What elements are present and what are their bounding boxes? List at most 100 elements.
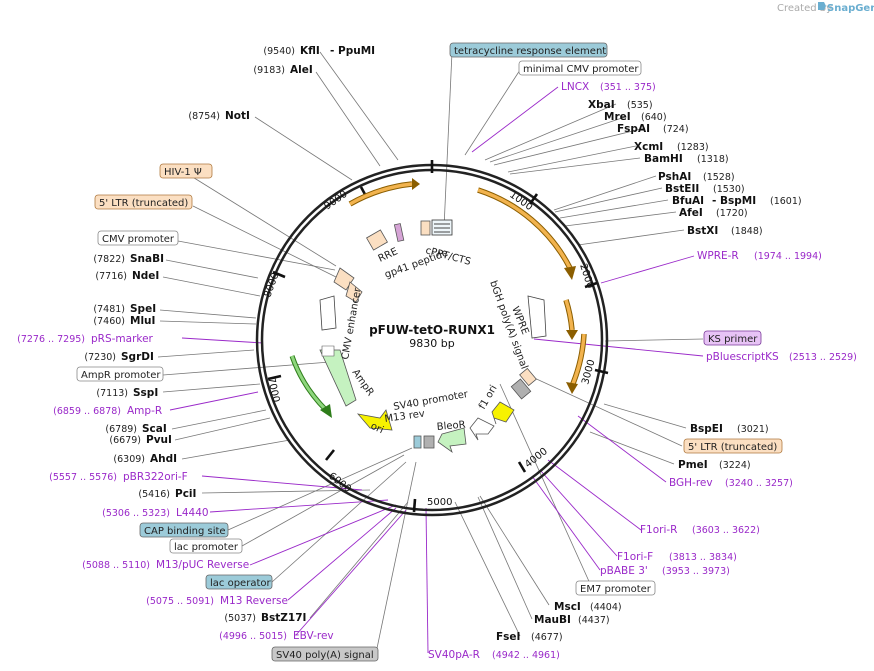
enzyme-sca[interactable]: (6789) ScaI <box>105 423 166 435</box>
enzyme-ahd[interactable]: (6309) AhdI <box>113 453 177 465</box>
enzyme-kfi-pos: (9540) <box>263 46 295 57</box>
enzyme-mre-name: MreI <box>604 111 631 123</box>
feature-box-cap[interactable]: CAP binding site <box>139 522 229 538</box>
label-cmv-enh: CMV enhancer <box>340 286 364 360</box>
enzyme-pme-name: PmeI <box>678 459 708 471</box>
feature-box-ks-primer[interactable]: KS primer <box>703 330 762 346</box>
enzyme-pci[interactable]: (5416) PciI <box>138 488 196 500</box>
enzyme-mre[interactable]: MreI (640) <box>604 111 667 123</box>
enzyme-bstx-pos: (1848) <box>731 226 763 237</box>
enzyme-ale[interactable]: (9183) AleI <box>253 64 312 76</box>
feature-box-sv40pa[interactable]: SV40 poly(A) signal <box>271 646 379 662</box>
enzyme-bste[interactable]: BstEII (1530) <box>665 183 745 195</box>
enzyme-kfi[interactable]: (9540) KflI - PpuMI <box>263 45 375 57</box>
enzyme-ssp-name: SspI <box>133 387 158 399</box>
enzyme-pvu-name: PvuI <box>146 434 172 446</box>
inner-features <box>319 219 547 454</box>
primer-wpre-r[interactable]: WPRE-R (1974 .. 1994) <box>697 250 822 262</box>
enzyme-afe[interactable]: AfeI (1720) <box>679 207 748 219</box>
enzyme-pvu[interactable]: (6679) PvuI <box>109 434 172 446</box>
enzyme-fse-pos: (4677) <box>531 632 563 643</box>
primer-ampr[interactable]: (6859 .. 6878) Amp-R <box>53 405 162 417</box>
enzyme-xcm[interactable]: XcmI (1283) <box>634 141 709 153</box>
primer-ebv[interactable]: (4996 .. 5015) EBV-rev <box>219 630 334 642</box>
primer-m13r-name: M13 Reverse <box>220 595 288 607</box>
enzyme-bam-pos: (1318) <box>697 154 729 165</box>
enzyme-xba[interactable]: XbaI (535) <box>588 99 653 111</box>
primer-pbks[interactable]: pBluescriptKS (2513 .. 2529) <box>706 351 857 363</box>
feature-box-ampr-promoter[interactable]: AmpR promoter <box>76 366 164 382</box>
primer-m13puc-range: (5088 .. 5110) <box>82 560 150 571</box>
primer-m13puc[interactable]: (5088 .. 5110) M13/pUC Reverse <box>82 559 249 571</box>
primer-pbr[interactable]: (5557 .. 5576) pBR322ori-F <box>49 471 188 483</box>
enzyme-not[interactable]: (8754) NotI <box>188 110 250 122</box>
feature-cap-label: CAP binding site <box>144 526 226 537</box>
primer-ebv-range: (4996 .. 5015) <box>219 631 287 642</box>
enzyme-psh[interactable]: PshAI (1528) <box>658 171 735 183</box>
feature-box-lac-promoter[interactable]: lac promoter <box>169 538 243 554</box>
feature-box-em7[interactable]: EM7 promoter <box>575 580 656 596</box>
primer-l4440[interactable]: (5306 .. 5323) L4440 <box>102 507 208 519</box>
enzyme-fsp[interactable]: FspAI (724) <box>617 123 689 135</box>
enzyme-fse[interactable]: FseI (4677) <box>496 631 563 643</box>
plasmid-name: pFUW-tetO-RUNX1 <box>369 323 495 337</box>
plasmid-size: 9830 bp <box>409 337 454 350</box>
enzyme-ahd-pos: (6309) <box>113 454 145 465</box>
enzyme-afe-pos: (1720) <box>716 208 748 219</box>
primer-lncx[interactable]: LNCX (351 .. 375) <box>561 81 656 93</box>
enzyme-bspe[interactable]: BspEI (3021) <box>690 423 769 435</box>
feature-box-min-cmv[interactable]: minimal CMV promoter <box>518 60 642 76</box>
enzyme-bst17[interactable]: (5037) BstZ17I <box>224 612 306 624</box>
enzyme-ale-pos: (9183) <box>253 65 285 76</box>
primer-f1ori-r-range: (3603 .. 3622) <box>692 525 760 536</box>
primer-sv40pa[interactable]: SV40pA-R (4942 .. 4961) <box>428 649 560 661</box>
enzyme-mau[interactable]: MauBI (4437) <box>534 614 610 626</box>
enzyme-bfu-pos: (1601) <box>770 196 802 207</box>
feature-box-cmv-promoter[interactable]: CMV promoter <box>97 230 179 246</box>
primer-prs[interactable]: (7276 .. 7295) pRS-marker <box>17 333 153 345</box>
enzyme-bam[interactable]: BamHI (1318) <box>644 153 729 165</box>
enzyme-bfu[interactable]: BfuAI - BspMI (1601) <box>672 195 802 207</box>
enzyme-sgr[interactable]: (7230) SgrDI <box>84 351 153 363</box>
feature-box-5ltr-left[interactable]: 5' LTR (truncated) <box>94 194 193 210</box>
enzyme-sna[interactable]: (7822) SnaBI <box>93 253 164 265</box>
primer-m13r[interactable]: (5075 .. 5091) M13 Reverse <box>146 595 288 607</box>
label-rre: RRE <box>377 246 400 265</box>
feature-5ltr-right-label: 5' LTR (truncated) <box>688 442 777 453</box>
enzyme-pme-pos: (3224) <box>719 460 751 471</box>
primer-pbks-range: (2513 .. 2529) <box>789 352 857 363</box>
enzyme-bste-pos: (1530) <box>713 184 745 195</box>
feature-box-hiv1[interactable]: HIV-1 Ψ <box>159 163 213 179</box>
enzyme-bfu-name2: - BspMI <box>712 195 756 207</box>
primer-bgh-rev[interactable]: BGH-rev (3240 .. 3257) <box>669 477 793 489</box>
enzyme-fse-name: FseI <box>496 631 520 643</box>
enzyme-mlu[interactable]: (7460) MluI <box>93 315 155 327</box>
enzyme-mlu-pos: (7460) <box>93 316 125 327</box>
enzyme-spe[interactable]: (7481) SpeI <box>93 303 156 315</box>
primer-bgh-rev-range: (3240 .. 3257) <box>725 478 793 489</box>
primer-f1ori-f[interactable]: F1ori-F (3813 .. 3834) <box>617 551 737 563</box>
primer-pbabe[interactable]: pBABE 3' (3953 .. 3973) <box>600 565 730 577</box>
enzyme-bstx-name: BstXI <box>687 225 718 237</box>
primer-f1ori-r[interactable]: F1ori-R (3603 .. 3622) <box>640 524 760 536</box>
feature-box-lac-operator[interactable]: lac operator <box>205 574 273 590</box>
enzyme-mau-name: MauBI <box>534 614 571 626</box>
enzyme-bstx[interactable]: BstXI (1848) <box>687 225 763 237</box>
enzyme-nde-pos: (7716) <box>95 271 127 282</box>
enzyme-msc[interactable]: MscI (4404) <box>554 601 622 613</box>
enzyme-fsp-pos: (724) <box>663 124 689 135</box>
feature-sv40pa-label: SV40 poly(A) signal <box>276 650 374 661</box>
feature-box-tre[interactable]: tetracycline response element <box>449 42 608 58</box>
feature-box-5ltr-right[interactable]: 5' LTR (truncated) <box>683 438 783 454</box>
primer-f1ori-r-name: F1ori-R <box>640 524 677 536</box>
feature-ks-primer-label: KS primer <box>708 334 758 345</box>
enzyme-ahd-name: AhdI <box>150 453 177 465</box>
enzyme-nde[interactable]: (7716) NdeI <box>95 270 159 282</box>
enzyme-xcm-name: XcmI <box>634 141 663 153</box>
snapgene-logo-icon <box>818 2 826 10</box>
enzyme-mre-pos: (640) <box>641 112 667 123</box>
enzyme-ssp[interactable]: (7113) SspI <box>96 387 158 399</box>
enzyme-pme[interactable]: PmeI (3224) <box>678 459 751 471</box>
label-bleor: BleoR <box>436 420 466 433</box>
tick-marks <box>267 160 609 513</box>
